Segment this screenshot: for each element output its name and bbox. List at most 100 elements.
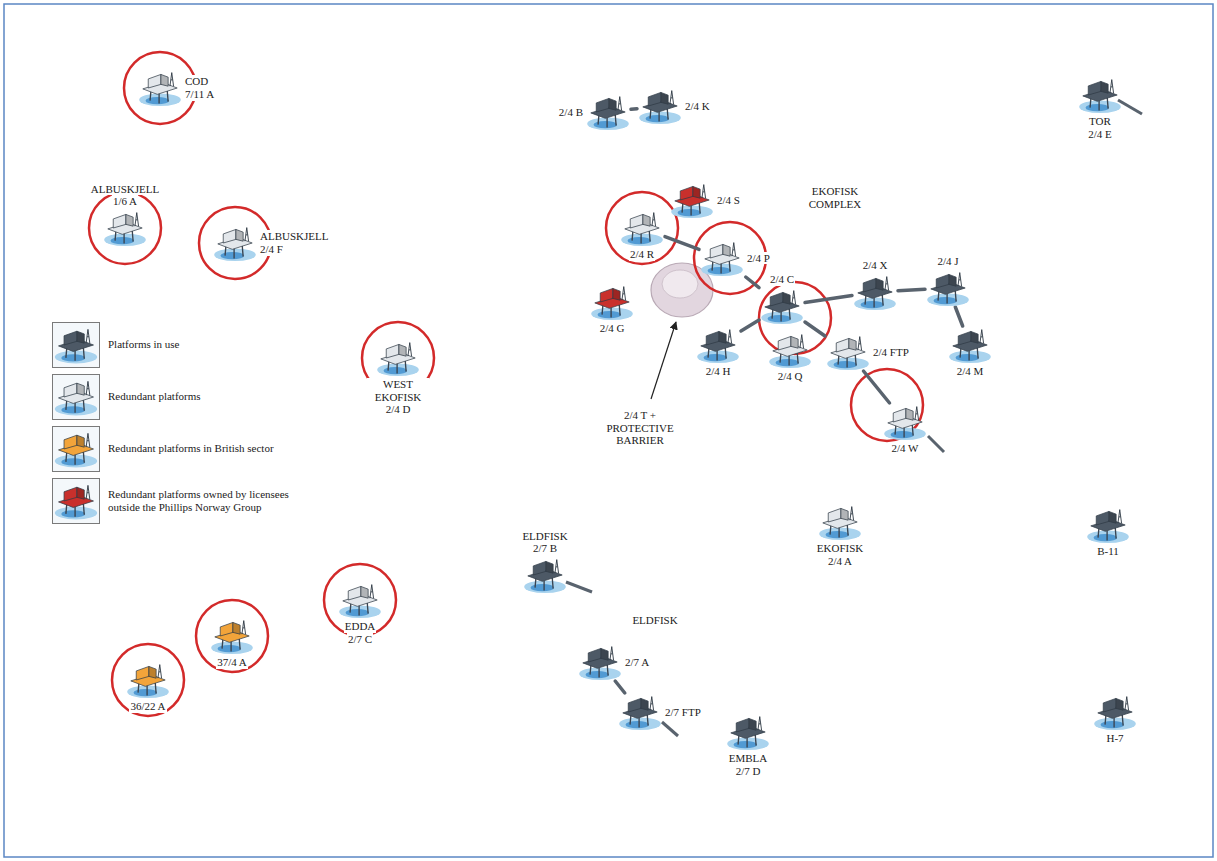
legend-swatch — [53, 427, 99, 471]
platform-label: 2/4 F — [259, 243, 284, 256]
platform-icon — [825, 333, 871, 371]
platform-icon — [137, 69, 183, 107]
platform-text: EKOFISK2/4 A — [816, 542, 864, 567]
platform: ALBUSKJELL2/4 F — [212, 224, 329, 262]
legend-swatch — [53, 479, 99, 523]
platform: 2/7 FTP — [617, 693, 702, 731]
platform-icon — [589, 283, 635, 321]
bridge-connector — [898, 289, 925, 290]
frame — [4, 4, 1213, 857]
platform-label: 2/4 E — [1087, 128, 1113, 141]
platform-label: ALBUSKJELL — [259, 230, 329, 243]
platform-icon — [925, 269, 971, 307]
platform-label: 2/4 R — [629, 248, 655, 261]
platform: ALBUSKJELL1/6 A — [90, 183, 160, 247]
platform-icon — [759, 287, 805, 325]
platform-text: 2/4 J — [936, 255, 959, 268]
platform: EMBLA2/7 D — [725, 713, 771, 777]
leader-arrow — [651, 322, 676, 399]
pipelines — [566, 100, 1142, 736]
platform-text: 2/4 Q — [777, 370, 804, 383]
platform-label: 2/7 B — [532, 542, 558, 555]
platform-text: 2/4 W — [891, 442, 920, 455]
legend-swatch — [53, 323, 99, 367]
legend-row: Redundant platforms in British sector — [52, 426, 308, 472]
platform-label: EMBLA — [728, 752, 769, 765]
platform: 37/4 A — [209, 617, 255, 669]
platform-text: EMBLA2/7 D — [728, 752, 769, 777]
platform: 2/4 S — [669, 181, 741, 219]
map-label: 2/4 T + PROTECTIVE BARRIER — [599, 409, 681, 447]
platform-text: 2/4 M — [956, 365, 985, 378]
platform-label: 37/4 A — [216, 656, 248, 669]
platform-label: 2/4 FTP — [872, 346, 910, 359]
platform: 2/4 H — [695, 326, 741, 378]
platform-label: 2/4 W — [891, 442, 920, 455]
platform-label: 2/7 D — [735, 765, 762, 778]
platform-icon — [1092, 693, 1138, 731]
platform-icon — [725, 713, 771, 751]
platform-icon — [695, 326, 741, 364]
platform: 2/4 C — [759, 273, 805, 325]
platform-label: WEST EKOFISK — [367, 378, 429, 403]
bridge-connector — [805, 295, 852, 302]
platform: H-7 — [1092, 693, 1138, 745]
platform: 2/4 P — [699, 239, 771, 277]
platform-icon — [1085, 506, 1131, 544]
platform-icon — [1077, 76, 1123, 114]
platform-icon — [852, 273, 898, 311]
platform: EKOFISK2/4 A — [816, 503, 864, 567]
platform-text: H-7 — [1105, 732, 1124, 745]
platform-text: COD7/11 A — [184, 75, 215, 100]
platform-label: 2/4 D — [385, 403, 412, 416]
platform-text: 2/4 K — [684, 100, 711, 113]
platform-text: TOR2/4 E — [1087, 115, 1113, 140]
platform: 2/4 X — [852, 259, 898, 311]
platform-label: COD — [184, 75, 209, 88]
platform-label: 2/7 FTP — [664, 706, 702, 719]
bridge-connector — [615, 681, 625, 693]
platform-text: 2/4 H — [705, 365, 732, 378]
platform-icon — [947, 326, 993, 364]
platform-text: WEST EKOFISK2/4 D — [367, 378, 429, 416]
platform: 2/4 J — [925, 255, 971, 307]
platform-label: 2/4 J — [936, 255, 959, 268]
platform-text: 2/4 C — [769, 273, 795, 286]
platform: 2/4 B — [558, 93, 631, 131]
platform-icon — [882, 403, 928, 441]
platform: 2/4 K — [637, 87, 711, 125]
platform-icon — [637, 87, 683, 125]
platform-text: EDDA2/7 C — [344, 620, 377, 645]
bridge-connector — [741, 320, 759, 331]
platform-label: 2/4 B — [558, 106, 584, 119]
legend-frame — [52, 374, 100, 420]
platform-icon — [617, 693, 663, 731]
platform-icon — [522, 556, 568, 594]
platform-label: 2/4 A — [827, 555, 853, 568]
platform-icon — [375, 339, 421, 377]
legend-text: Platforms in use — [108, 338, 180, 351]
legend-frame — [52, 322, 100, 368]
platform-text: 2/4 P — [746, 252, 771, 265]
legend-swatch — [53, 375, 99, 419]
platform: 2/4 Q — [767, 331, 813, 383]
platform-label: 2/4 Q — [777, 370, 804, 383]
platform-text: 2/4 S — [716, 194, 741, 207]
bridge-connector — [746, 277, 759, 288]
platform-label: 2/4 K — [684, 100, 711, 113]
platform: 2/4 W — [882, 403, 928, 455]
legend-text: Redundant platforms owned by licensees o… — [108, 488, 308, 514]
platform-text: ALBUSKJELL1/6 A — [90, 183, 160, 208]
bridge-connector — [665, 237, 699, 250]
platform-icon — [767, 331, 813, 369]
platform: 2/4 G — [589, 283, 635, 335]
removal-circles — [89, 52, 923, 716]
platform-text: ELDFISK2/7 B — [521, 530, 568, 555]
platform-icon — [669, 181, 715, 219]
platform: ELDFISK2/7 B — [521, 530, 568, 594]
platform-label: 2/4 X — [862, 259, 889, 272]
legend-frame — [52, 426, 100, 472]
platform-label: TOR — [1088, 115, 1112, 128]
legend-text: Redundant platforms — [108, 390, 201, 403]
